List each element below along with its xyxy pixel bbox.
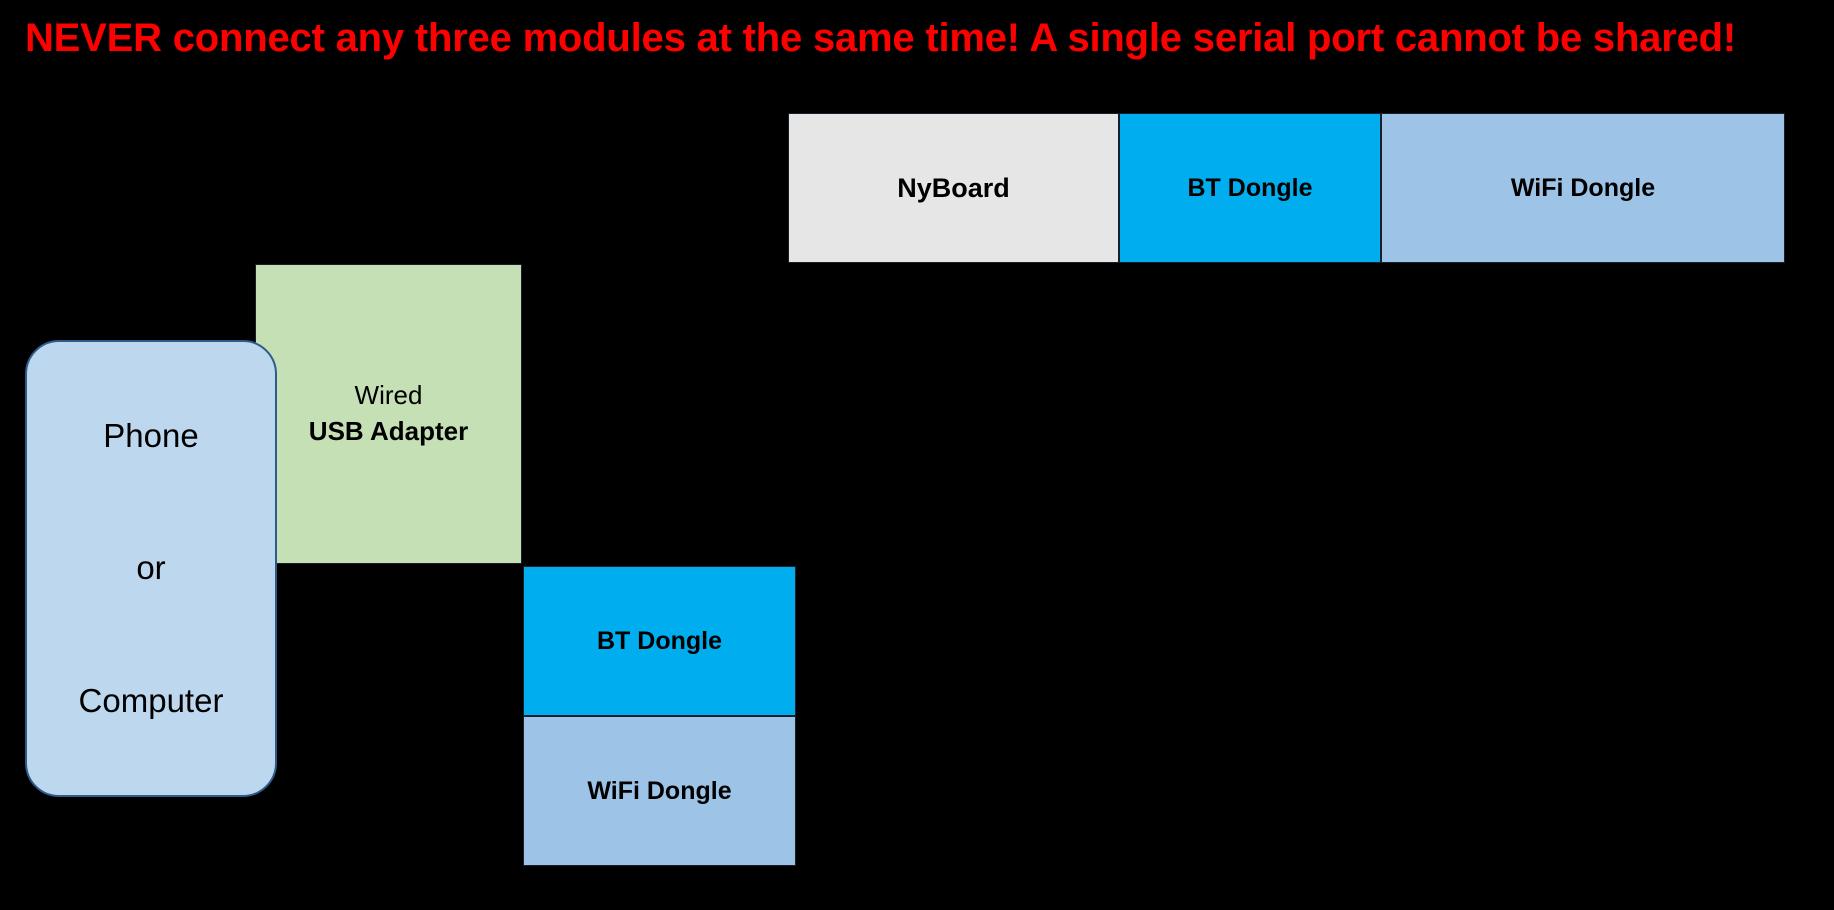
host-label-computer: Computer [78,681,224,719]
block-bt-dongle: BT Dongle [523,566,796,716]
block-wired-usb-adapter: Wired USB Adapter [255,264,522,564]
usb-adapter-label-line2: USB Adapter [308,416,469,446]
block-wifi-dongle-label: WiFi Dongle [587,776,732,805]
block-bt-dongle-label: BT Dongle [597,626,722,655]
module-block-wifi-dongle-label: WiFi Dongle [1510,173,1656,202]
module-block-wifi-dongle: WiFi Dongle [1381,113,1785,263]
block-phone-or-computer: Phone or Computer [25,340,277,797]
host-label-phone: Phone [103,417,199,455]
block-wifi-dongle: WiFi Dongle [523,716,796,866]
host-label-or: or [136,549,166,587]
module-block-nyboard: NyBoard [788,113,1119,263]
warning-banner-text: NEVER connect any three modules at the s… [25,16,1736,60]
module-block-nyboard-label: NyBoard [897,172,1010,203]
module-block-bt-dongle: BT Dongle [1119,113,1381,263]
module-block-bt-dongle-label: BT Dongle [1187,173,1313,202]
usb-adapter-label-line1: Wired [354,380,423,411]
